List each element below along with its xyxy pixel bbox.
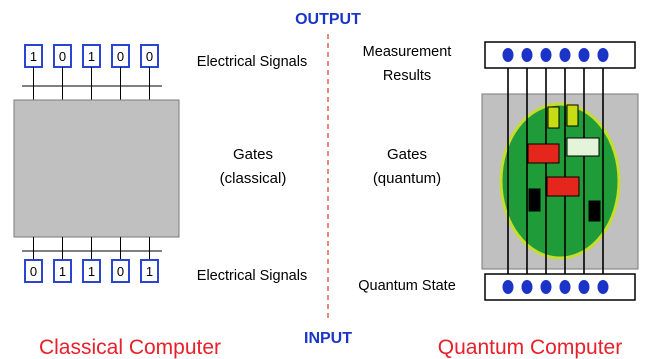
classical-gate-box	[13, 99, 180, 238]
gate-red	[527, 143, 560, 164]
quantum-gates	[527, 104, 601, 222]
qubit-dot	[559, 280, 571, 294]
qubit-dot	[521, 280, 533, 294]
quantum-title: Quantum Computer	[438, 336, 622, 359]
qubit-dot	[502, 48, 514, 62]
gate-black	[588, 200, 601, 222]
classical-input-bits: 0 1 1 0 1	[24, 259, 159, 283]
gate-white	[566, 137, 600, 157]
output-bit: 0	[140, 44, 159, 68]
qubit-dot	[578, 48, 590, 62]
quantum-gates-label-line1: Gates	[387, 146, 427, 163]
output-bit: 0	[111, 44, 130, 68]
svg-text:1: 1	[59, 264, 66, 279]
classical-output-bits: 1 0 1 0 0	[24, 44, 159, 68]
svg-text:1: 1	[146, 264, 153, 279]
input-bit: 1	[140, 259, 159, 283]
classical-title: Classical Computer	[39, 336, 221, 359]
measurement-label-line2: Results	[383, 68, 431, 84]
svg-text:1: 1	[88, 49, 95, 64]
gate-yellow	[547, 106, 560, 129]
qubit-dot	[502, 280, 514, 294]
svg-text:0: 0	[117, 264, 124, 279]
classical-input-wires	[22, 237, 162, 260]
quantum-gates-label-line2: (quantum)	[373, 170, 441, 187]
input-bit: 0	[111, 259, 130, 283]
gate-yellow	[566, 104, 579, 127]
input-bit: 1	[53, 259, 72, 283]
classical-gates-label-line1: Gates	[233, 146, 273, 163]
input-bit: 1	[82, 259, 101, 283]
svg-text:1: 1	[88, 264, 95, 279]
svg-text:0: 0	[117, 49, 124, 64]
classical-output-signal-label: Electrical Signals	[197, 54, 307, 70]
qubit-dot	[540, 280, 552, 294]
output-label: OUTPUT	[295, 11, 361, 28]
classical-gates-label-line2: (classical)	[220, 170, 287, 187]
output-bit: 0	[53, 44, 72, 68]
qubit-dot	[578, 280, 590, 294]
input-bit: 0	[24, 259, 43, 283]
gate-black	[528, 188, 541, 212]
svg-text:1: 1	[30, 49, 37, 64]
qubit-dot	[559, 48, 571, 62]
qubit-dot	[597, 280, 609, 294]
state-qubits	[502, 280, 609, 294]
svg-text:0: 0	[146, 49, 153, 64]
input-label: INPUT	[304, 330, 352, 347]
classical-input-signal-label: Electrical Signals	[197, 268, 307, 284]
svg-text:0: 0	[30, 264, 37, 279]
qubit-dot	[597, 48, 609, 62]
measurement-qubits	[502, 48, 609, 62]
quantum-state-label: Quantum State	[358, 278, 456, 294]
svg-text:0: 0	[59, 49, 66, 64]
output-bit: 1	[24, 44, 43, 68]
qubit-dot	[521, 48, 533, 62]
qubit-lines	[507, 68, 604, 274]
classical-output-wires	[22, 67, 162, 100]
qubit-dot	[540, 48, 552, 62]
gate-red	[546, 176, 580, 197]
output-bit: 1	[82, 44, 101, 68]
measurement-label-line1: Measurement	[363, 44, 452, 60]
